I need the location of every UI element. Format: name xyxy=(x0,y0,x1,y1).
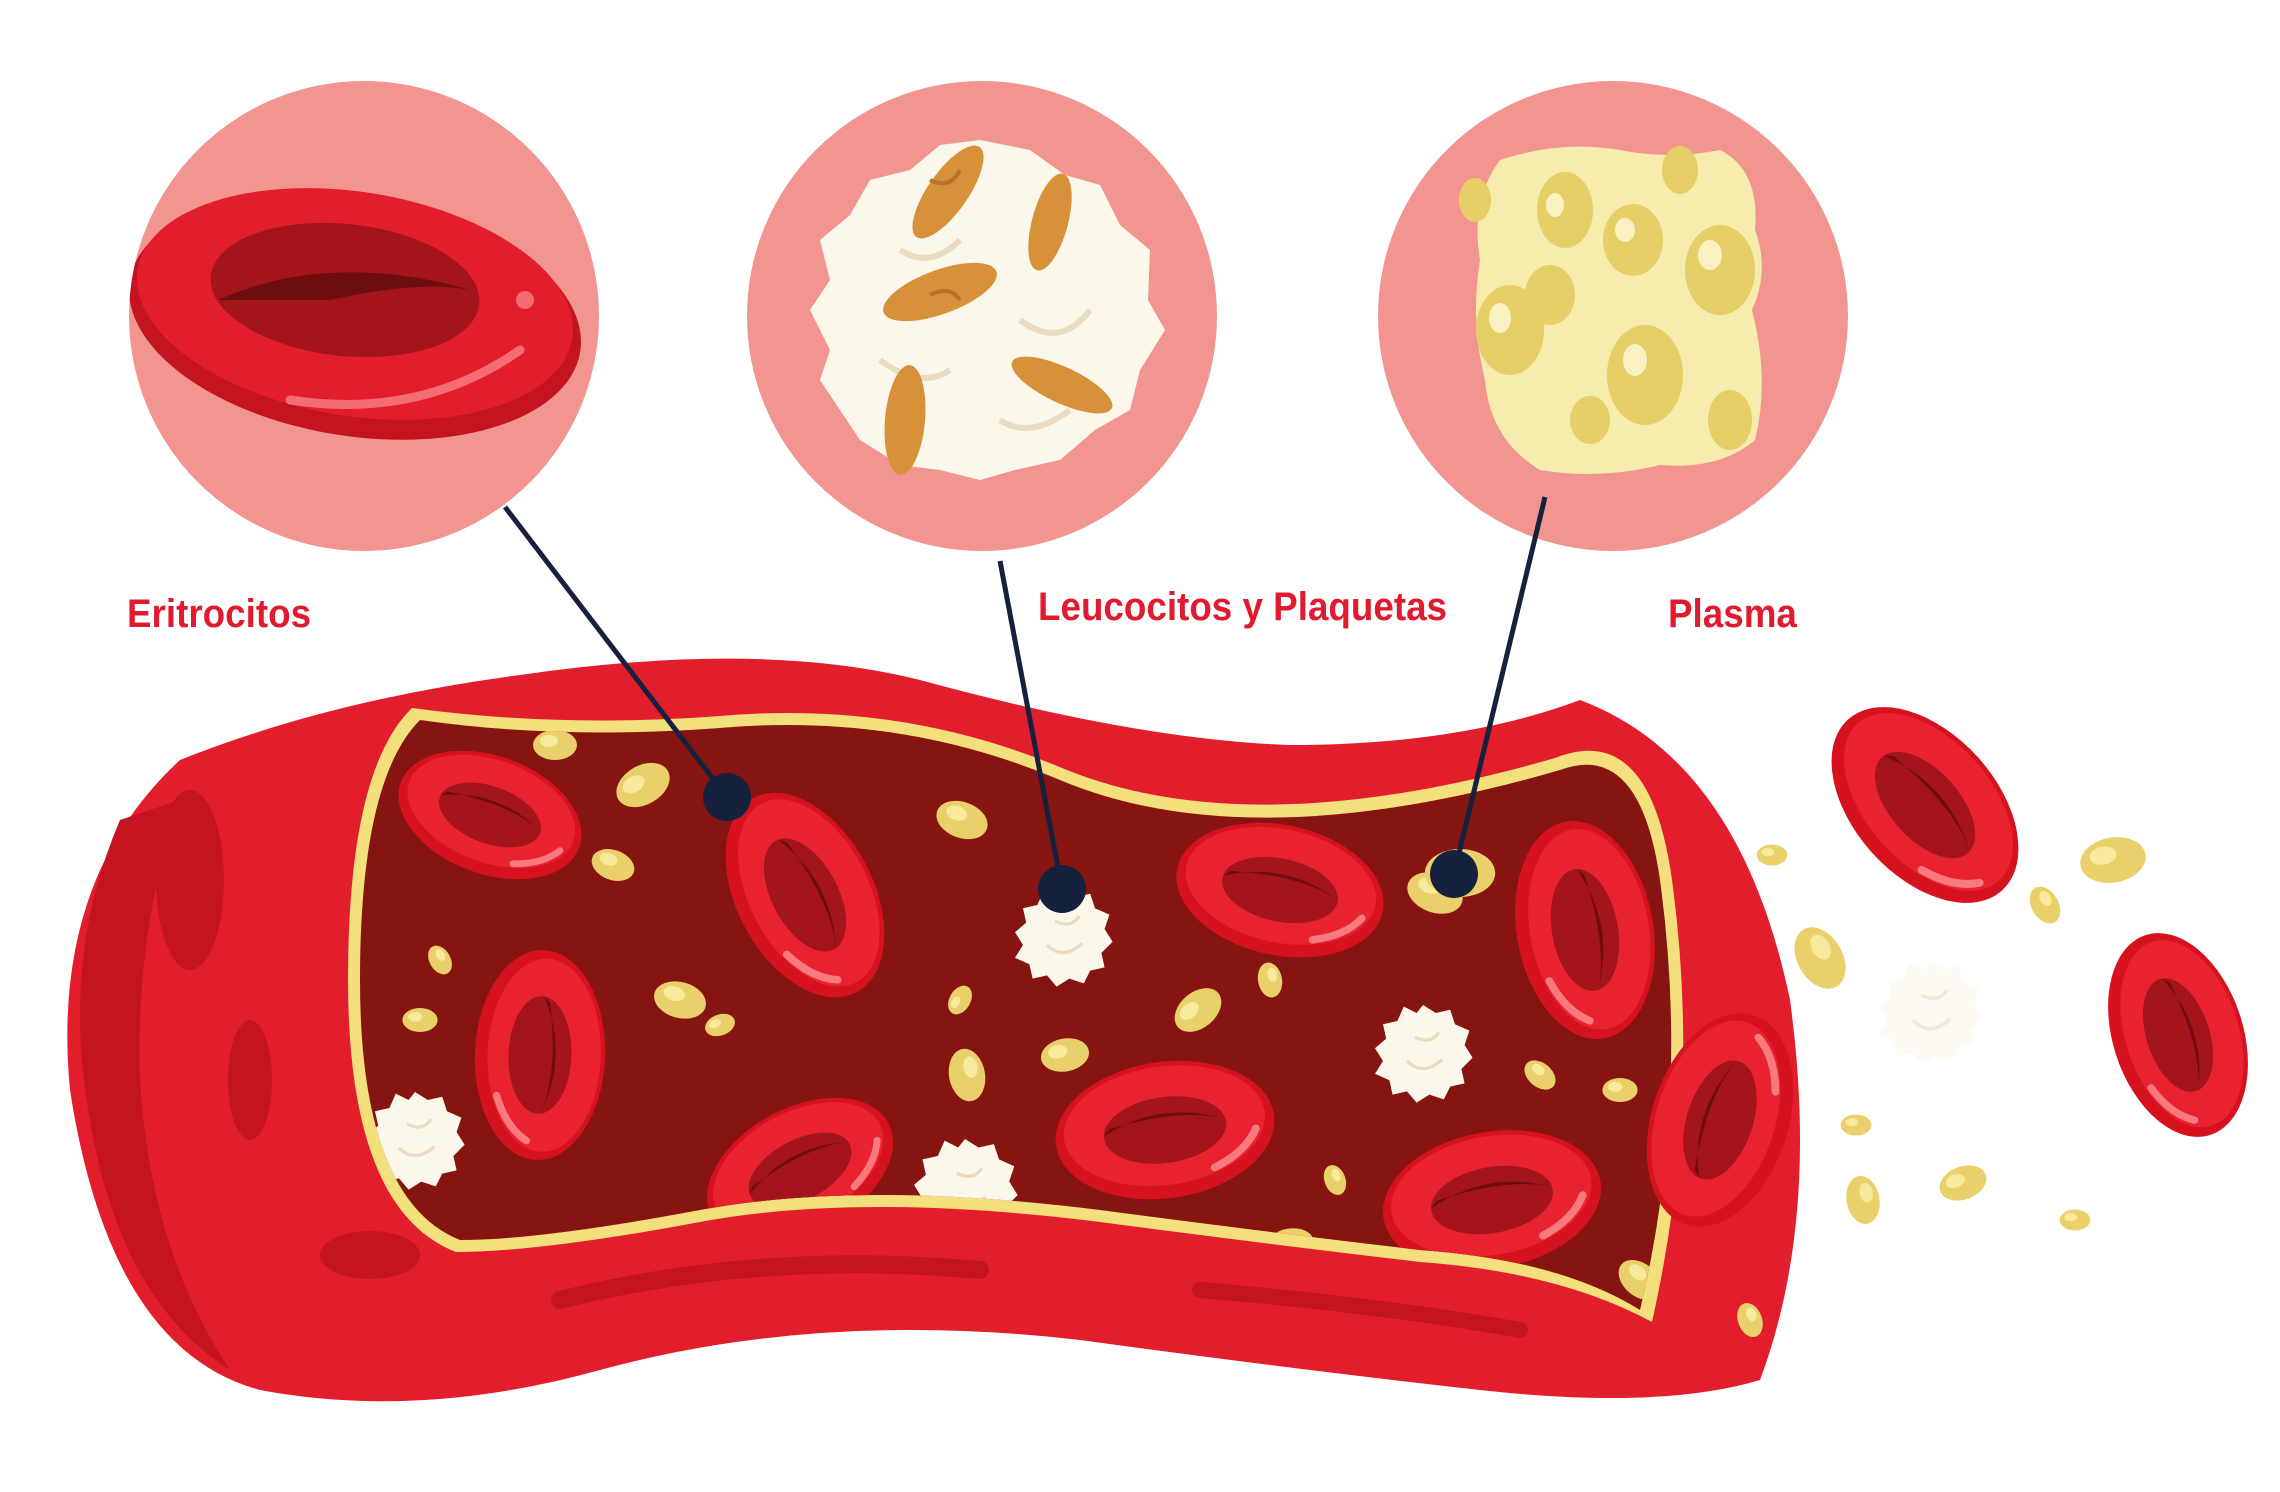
zoom-circle-erythrocytes xyxy=(129,81,599,551)
pointer-dot-leukocytes xyxy=(1038,865,1086,913)
zoom-circle-leukocytes-platelets xyxy=(747,81,1217,551)
label-erythrocytes: Eritrocitos xyxy=(127,592,312,636)
pointer-line-erythrocytes xyxy=(503,505,729,799)
pointer-dot-plasma xyxy=(1430,850,1478,898)
pointer-line-leukocytes xyxy=(997,560,1065,890)
pointer-line-plasma xyxy=(1451,496,1548,875)
pointer-dot-erythrocytes xyxy=(703,773,751,821)
label-plasma: Plasma xyxy=(1668,592,1797,636)
label-leukocytes-platelets: Leucocitos y Plaquetas xyxy=(1038,585,1448,629)
zoom-circle-plasma xyxy=(1378,81,1848,551)
